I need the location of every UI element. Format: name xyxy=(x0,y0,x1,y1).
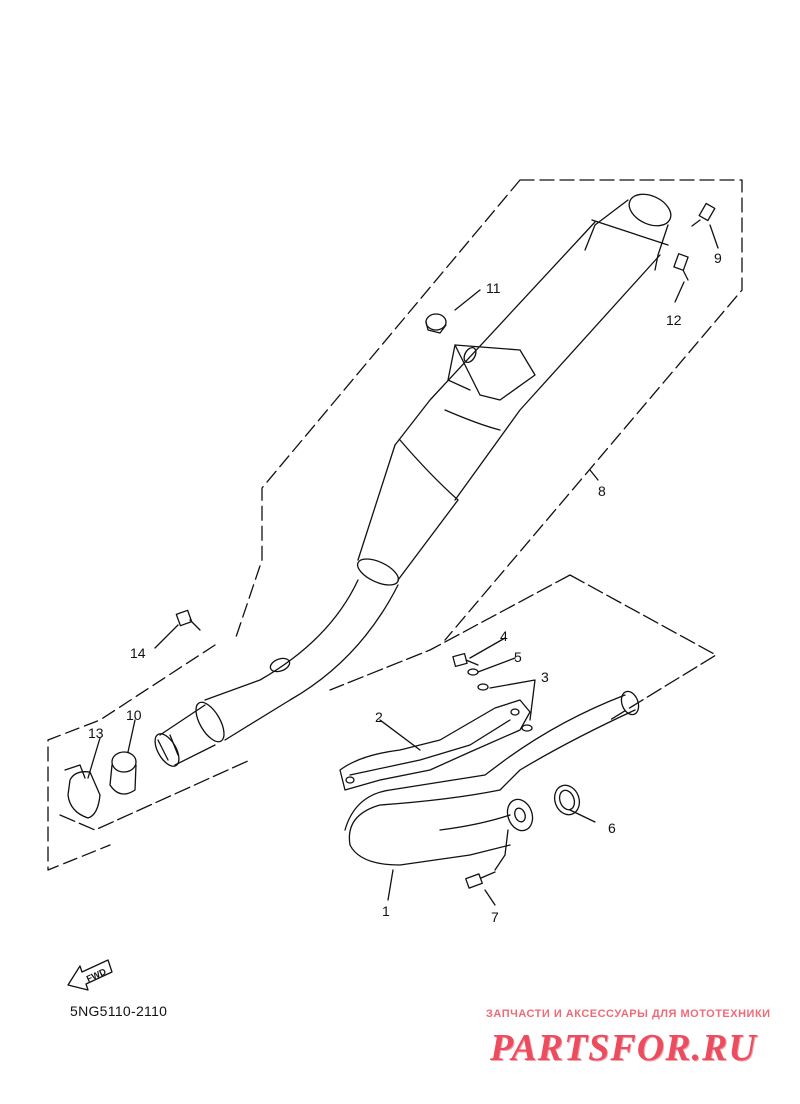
flange-joint xyxy=(494,798,534,871)
callout-5: 5 xyxy=(514,649,522,665)
washer-part-5 xyxy=(467,668,479,676)
callout-10: 10 xyxy=(126,707,142,723)
callout-2: 2 xyxy=(375,709,383,725)
callout-3: 3 xyxy=(541,669,549,685)
bolt-part-7 xyxy=(465,871,496,889)
callout-7: 7 xyxy=(491,909,499,925)
muffler-assembly-boundary xyxy=(47,179,743,871)
fwd-arrow-icon: FWD xyxy=(67,959,113,991)
part-code: 5NG5110-2110 xyxy=(70,1003,168,1019)
gasket-part-6 xyxy=(553,784,581,816)
callout-11: 11 xyxy=(486,280,501,296)
gasket-part-10 xyxy=(109,751,137,795)
bracket-part-2 xyxy=(339,699,531,791)
bolt-part-12 xyxy=(673,253,689,281)
callout-13: 13 xyxy=(88,725,104,741)
callout-4: 4 xyxy=(500,628,508,644)
watermark-tagline: ЗАПЧАСТИ И АКСЕССУАРЫ ДЛЯ МОТОТЕХНИКИ xyxy=(486,1008,771,1020)
header-pipe-boundary xyxy=(329,574,717,721)
muffler xyxy=(154,193,672,767)
callout-14: 14 xyxy=(130,645,146,661)
washer-part-3b xyxy=(521,724,533,732)
callout-12: 12 xyxy=(666,312,682,328)
bolt-part-9 xyxy=(691,202,716,227)
callout-9: 9 xyxy=(714,250,722,266)
bolt-part-4 xyxy=(452,652,479,668)
callout-6: 6 xyxy=(608,820,616,836)
grommet-part-11 xyxy=(425,313,447,334)
bolt-part-14 xyxy=(175,609,201,631)
washer-part-3a xyxy=(477,683,489,691)
watermark-logo: PARTSFOR.RU xyxy=(490,1027,757,1069)
callout-1: 1 xyxy=(382,903,390,919)
clamp-part-13 xyxy=(64,764,101,819)
callout-8: 8 xyxy=(598,483,606,499)
header-pipe-part-1 xyxy=(344,690,640,866)
